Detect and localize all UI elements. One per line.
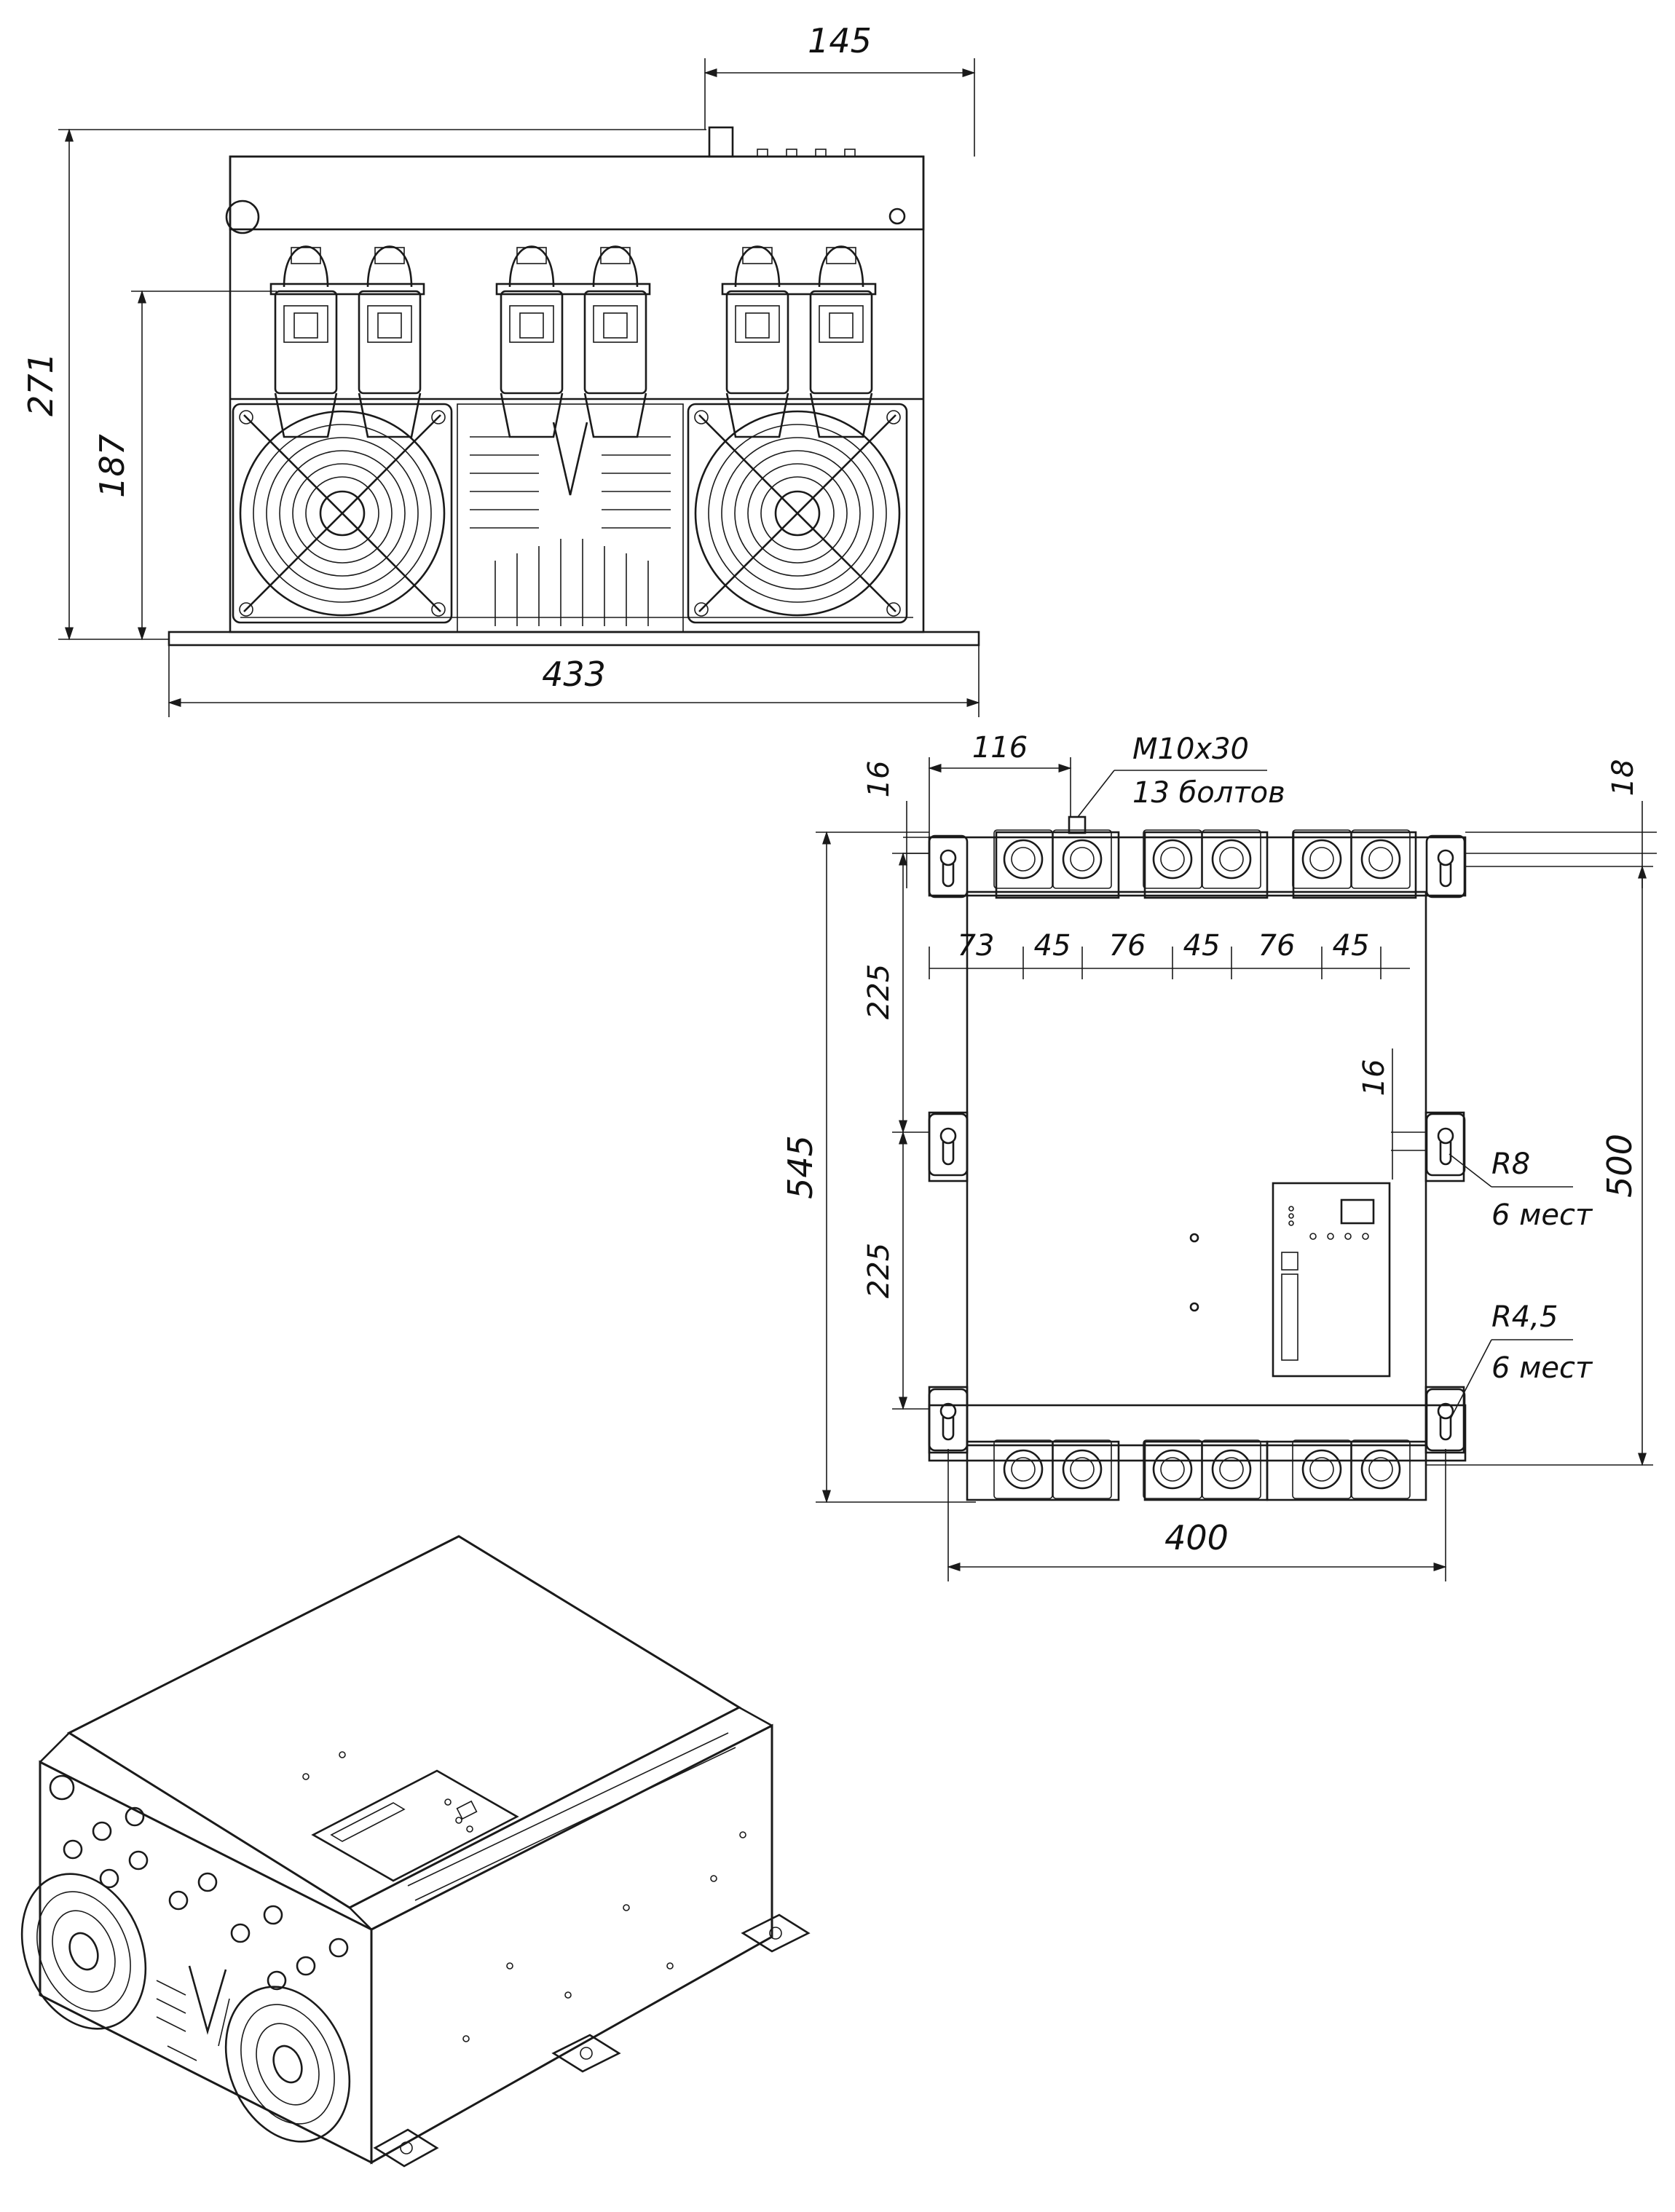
dim-145: 145 [704, 21, 976, 157]
svg-text:6 мест: 6 мест [1491, 1351, 1593, 1385]
callout-r8: R8 6 мест [1449, 1148, 1593, 1232]
keyhole-slot-icon [928, 1113, 969, 1177]
top-body [966, 890, 1427, 1447]
svg-text:18: 18 [1607, 759, 1640, 797]
base-plate [168, 631, 980, 647]
svg-text:400: 400 [1164, 1518, 1229, 1557]
svg-text:116: 116 [972, 731, 1028, 765]
svg-text:M10x30: M10x30 [1132, 732, 1249, 766]
screw-icon [888, 208, 906, 225]
svg-text:271: 271 [21, 352, 60, 416]
svg-text:R4,5: R4,5 [1491, 1300, 1558, 1334]
keyhole-slot-icon [928, 834, 969, 898]
svg-text:187: 187 [92, 434, 132, 498]
bolt-icon [1201, 1439, 1262, 1500]
callout-r45: R4,5 6 мест [1450, 1300, 1593, 1419]
terminal-group-middle [495, 245, 651, 438]
keyhole-slot-icon [1425, 1113, 1466, 1177]
dim-16-side: 16 [1357, 1048, 1426, 1180]
dim-16-top: 16 [862, 761, 929, 888]
control-panel [1272, 1182, 1391, 1378]
terminal-group-right [721, 245, 877, 438]
svg-text:45: 45 [1183, 929, 1221, 963]
iso-terminals [63, 1806, 349, 1991]
terminal-group-left [269, 245, 425, 438]
dim-18: 18 [1465, 759, 1657, 888]
svg-text:76: 76 [1109, 929, 1146, 963]
svg-text:6 мест: 6 мест [1491, 1198, 1593, 1232]
dim-433: 433 [168, 645, 980, 717]
bolt-icon [1142, 829, 1203, 890]
knob-icon [225, 200, 260, 234]
top-view: 116 M10x30 13 болтов 16 18 [781, 731, 1657, 1581]
svg-text:16: 16 [862, 761, 896, 798]
bolt-icon [1201, 829, 1262, 890]
keyhole-slot-icon [928, 1388, 969, 1452]
svg-text:145: 145 [808, 21, 872, 60]
svg-text:76: 76 [1258, 929, 1296, 963]
dim-225-stack: 225 225 [862, 852, 929, 1410]
dim-271: 271 [21, 128, 706, 641]
bolt-icon [1052, 1439, 1113, 1500]
svg-text:500: 500 [1600, 1134, 1639, 1198]
front-body [229, 155, 925, 633]
svg-text:45: 45 [1034, 929, 1071, 963]
keyhole-slot-icon [1425, 834, 1466, 898]
dim-500: 500 [1426, 865, 1653, 1466]
svg-text:13 болтов: 13 болтов [1132, 776, 1285, 810]
keyhole-slot-icon [1425, 1388, 1466, 1452]
dim-116: 116 [928, 731, 1072, 837]
svg-text:225: 225 [862, 1243, 896, 1298]
svg-text:R8: R8 [1491, 1148, 1530, 1181]
knob-icon [49, 1774, 75, 1801]
svg-text:73: 73 [958, 929, 995, 963]
bottom-flange [928, 1404, 1467, 1462]
bolt-callout: M10x30 13 болтов [1077, 732, 1285, 818]
fan-icon [20, 1873, 147, 2030]
bolt-icon [1291, 829, 1352, 890]
bolt-icon [1350, 1439, 1411, 1500]
svg-text:545: 545 [781, 1135, 820, 1199]
svg-text:16: 16 [1357, 1059, 1391, 1097]
bolt-icon [993, 1439, 1054, 1500]
top-connector [708, 126, 734, 158]
dim-row-bolts: 73 45 76 45 76 45 [929, 929, 1410, 979]
iso-control-panel [311, 1769, 519, 1882]
heatsink [457, 403, 684, 633]
bolt-icon [993, 829, 1054, 890]
fan-icon [232, 403, 453, 624]
bolt-icon [1291, 1439, 1352, 1500]
dim-545: 545 [781, 831, 976, 1504]
isometric-view [20, 1535, 811, 2168]
svg-text:45: 45 [1333, 929, 1370, 963]
svg-text:433: 433 [542, 655, 606, 694]
fan-icon [687, 403, 908, 624]
front-view: 145 271 187 433 [21, 21, 980, 717]
bolt-icon [1142, 1439, 1203, 1500]
dim-400: 400 [947, 1449, 1447, 1581]
fan-icon [224, 1986, 351, 2143]
top-bar [229, 155, 925, 231]
bolt-icon [1052, 829, 1113, 890]
svg-text:225: 225 [862, 964, 896, 1019]
dim-187: 187 [92, 290, 277, 641]
bolt-icon [1350, 829, 1411, 890]
